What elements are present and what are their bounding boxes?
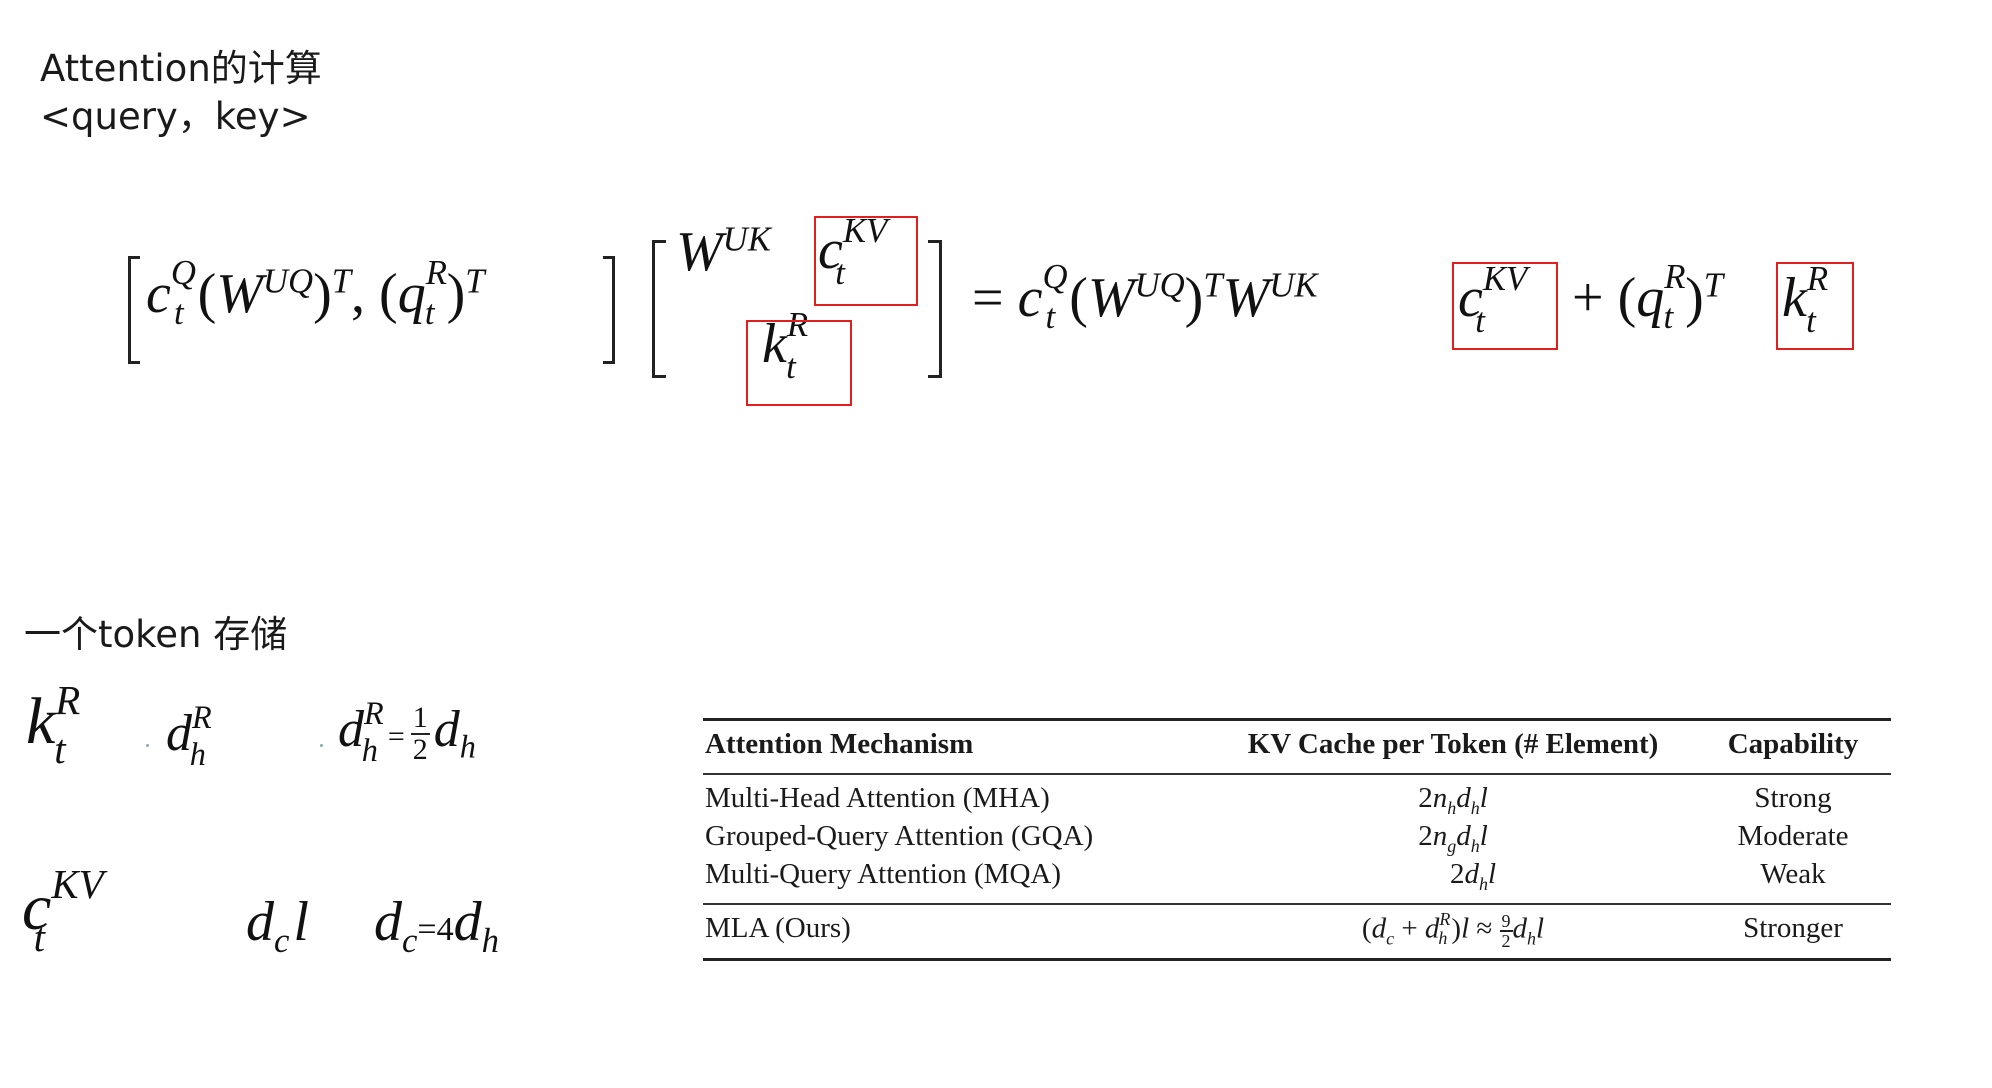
- row-capability: Weak: [1760, 858, 1826, 890]
- matrix-top-ckv: cKVt: [818, 211, 888, 293]
- dot-marker: [146, 744, 149, 747]
- left-bracket-close: [603, 256, 615, 364]
- kr-size: dRh: [166, 698, 212, 773]
- table-bottom-rule: [703, 958, 1891, 961]
- row-mechanism: Multi-Query Attention (MQA): [705, 858, 1062, 890]
- left-bracket-open: [128, 256, 140, 364]
- row-capability: Stronger: [1743, 912, 1843, 944]
- header-kv-cache: KV Cache per Token (# Element): [1247, 728, 1659, 760]
- dot-marker: [320, 744, 323, 747]
- header-attention-mechanism: Attention Mechanism: [705, 728, 974, 760]
- lhs-row-vector: cQt(WUQ)T, (qRt)T: [146, 253, 485, 333]
- kv-cache-comparison-table: Attention Mechanism KV Cache per Token (…: [703, 718, 1891, 968]
- header-capability: Capability: [1727, 728, 1859, 760]
- attention-subtitle: <query，key>: [40, 95, 311, 138]
- row-capability: Strong: [1754, 782, 1832, 814]
- row-capability: Moderate: [1737, 820, 1849, 852]
- matrix-bracket-open: [652, 240, 666, 378]
- ckv-vector: cKVt: [22, 862, 104, 961]
- row-mechanism: MLA (Ours): [705, 912, 851, 944]
- ckv-relation: dc=4dh: [374, 891, 499, 961]
- row-cache: 2nhdhl: [1418, 782, 1488, 818]
- highlight-box-rhs-kr: [1776, 262, 1854, 350]
- matrix-bottom-entry: kRt: [762, 305, 809, 387]
- row-cache: 2ngdhl: [1418, 820, 1488, 856]
- rhs-kr: kRt: [1782, 259, 1829, 341]
- table-mid-rule: [703, 903, 1891, 905]
- attention-title: Attention的计算: [40, 47, 322, 90]
- token-storage-title: 一个token 存储: [24, 613, 288, 656]
- rhs-plus-term: + (qRt)T: [1572, 257, 1724, 337]
- rhs-expression: = cQt(WUQ)TWUK: [972, 257, 1318, 337]
- table-header-rule: [703, 773, 1891, 775]
- row-mechanism: Grouped-Query Attention (GQA): [705, 820, 1094, 852]
- highlight-box-matrix-kr: [746, 320, 852, 406]
- rhs-ckv: cKVt: [1458, 259, 1528, 341]
- kr-vector: kRt: [26, 678, 81, 773]
- matrix-top-entry: WUK: [676, 219, 771, 283]
- ckv-size: dcl: [246, 891, 309, 961]
- table-top-rule: [703, 718, 1891, 721]
- row-mechanism: Multi-Head Attention (MHA): [705, 782, 1050, 814]
- highlight-box-rhs-ckv: [1452, 262, 1558, 350]
- highlight-box-matrix-ckv: [814, 216, 918, 306]
- row-cache: 2dhl: [1449, 858, 1497, 894]
- matrix-bracket-close: [928, 240, 942, 378]
